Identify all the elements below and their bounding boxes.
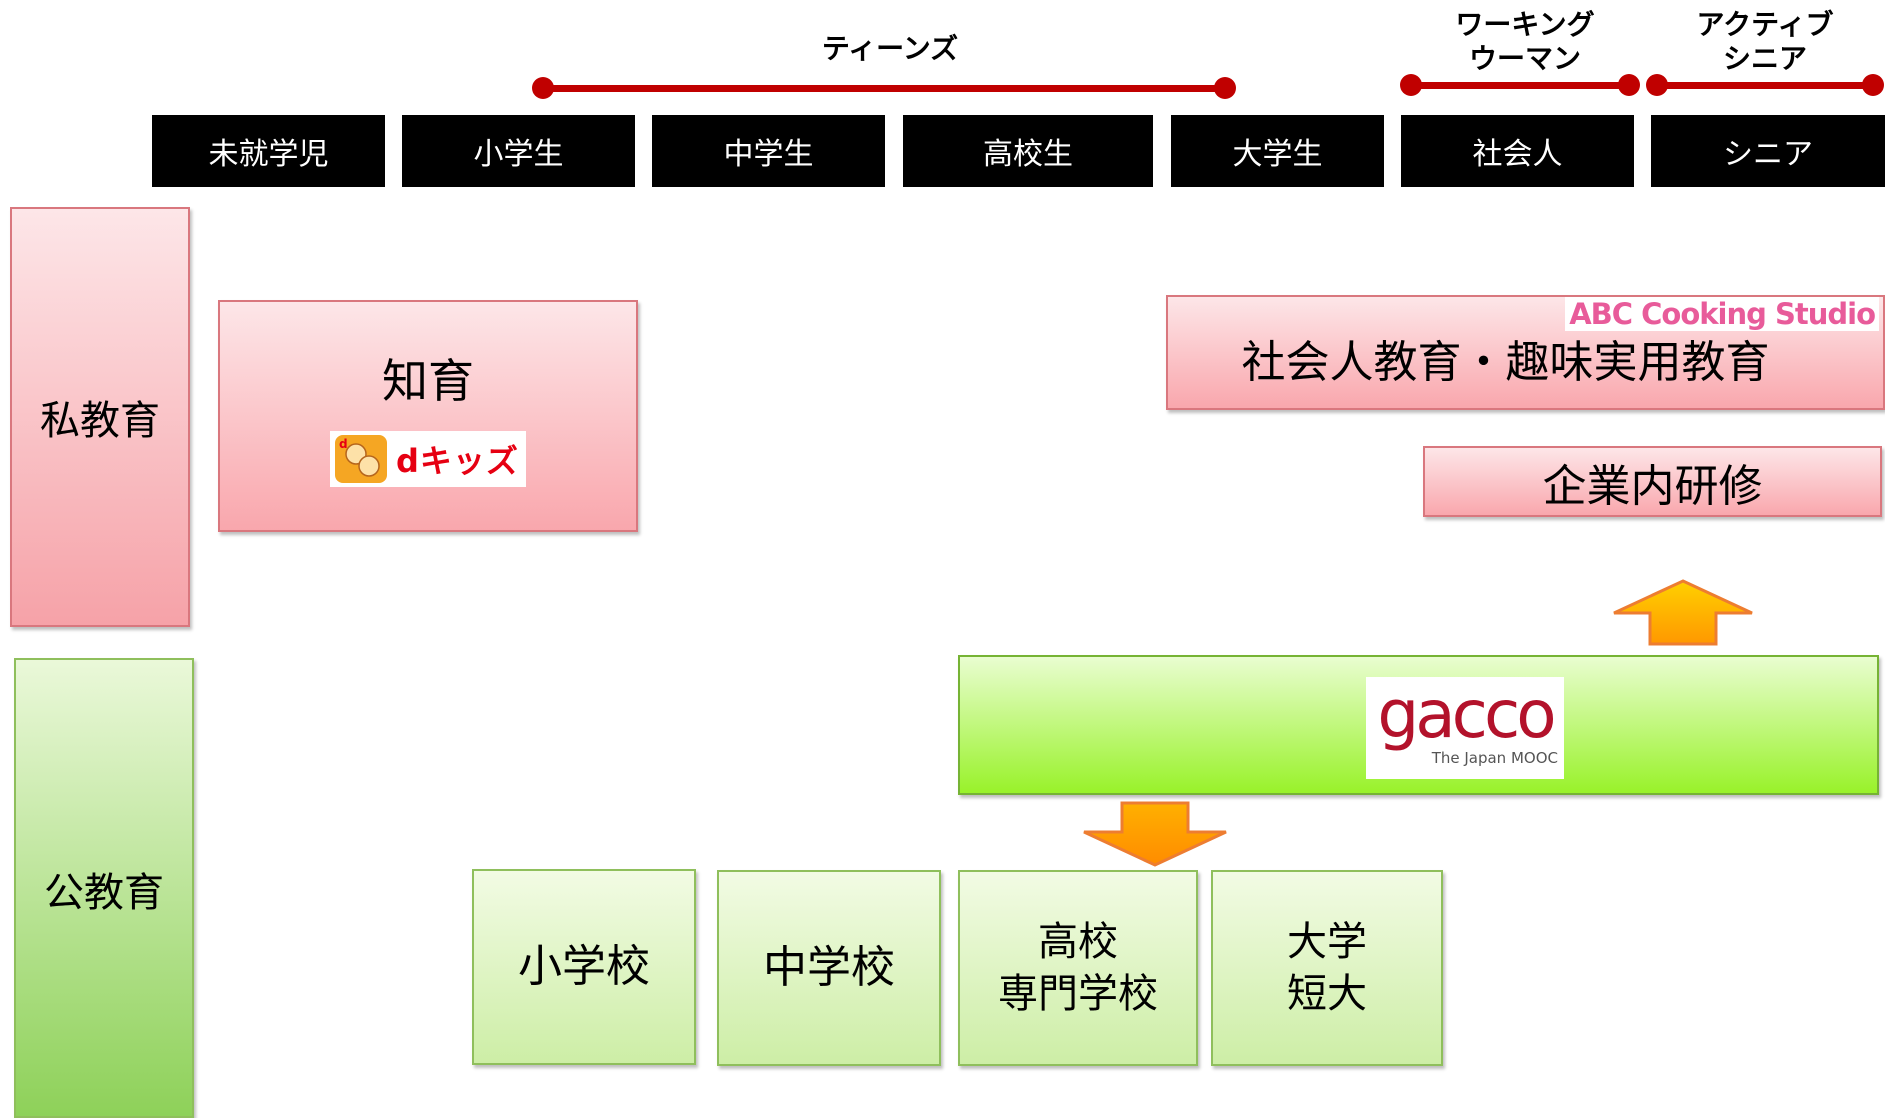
box-junior-high-school: 中学校: [717, 870, 941, 1066]
box-label: 小学校: [518, 941, 650, 993]
box-high-school-vocational: 高校 専門学校: [958, 870, 1198, 1066]
gacco-logo: gacco The Japan MOOC: [1366, 677, 1564, 779]
gacco-logo-text: gacco: [1377, 676, 1556, 753]
timeline-dot: [1862, 74, 1884, 96]
box-adult-hobby-education-label: 社会人教育・趣味実用教育: [1241, 336, 1770, 388]
category-private-education: 私教育: [10, 207, 190, 627]
category-public-label: 公教育: [44, 870, 164, 916]
box-intellectual-education: 知育 d dキッズ: [218, 300, 638, 532]
stage-working-adult: 社会人: [1401, 115, 1634, 187]
dkids-logo: d dキッズ: [330, 431, 526, 487]
box-label-line: 大学: [1287, 919, 1367, 965]
box-intellectual-education-label: 知育: [382, 354, 474, 408]
stage-university: 大学生: [1171, 115, 1384, 187]
stage-senior: シニア: [1651, 115, 1885, 187]
gacco-tagline: The Japan MOOC: [1431, 749, 1558, 767]
box-corporate-training: 企業内研修: [1423, 446, 1882, 517]
box-label: 中学校: [763, 942, 895, 994]
category-public-education: 公教育: [14, 658, 194, 1118]
svg-text:d: d: [339, 437, 348, 451]
abc-cooking-logo: ABC Cooking Studio: [1565, 297, 1879, 331]
box-adult-hobby-education: ABC Cooking Studio 社会人教育・趣味実用教育: [1166, 295, 1885, 410]
box-elementary-school: 小学校: [472, 869, 696, 1065]
dkids-kids-icon: d: [335, 435, 387, 483]
group-label-line: シニア: [1722, 41, 1807, 75]
timeline-working-women: [1410, 82, 1630, 89]
group-label-line: ワーキング: [1455, 8, 1595, 41]
timeline-dot: [1400, 74, 1422, 96]
box-label-line: 高校: [1038, 919, 1118, 965]
stage-preschool: 未就学児: [152, 115, 385, 187]
group-label-line: アクティブ: [1696, 8, 1834, 41]
arrow-up-icon: [1613, 579, 1753, 646]
arrow-down-icon: [1083, 801, 1227, 867]
box-label-line: 短大: [1287, 971, 1367, 1017]
box-label-line: 専門学校: [998, 971, 1158, 1017]
timeline-dot: [532, 77, 554, 99]
timeline-dot: [1214, 77, 1236, 99]
group-label-working-women: ワーキング ウーマン: [1445, 8, 1605, 75]
stage-elementary: 小学生: [402, 115, 635, 187]
timeline-dot: [1618, 74, 1640, 96]
timeline-teens: [540, 85, 1226, 92]
stage-junior-high: 中学生: [652, 115, 885, 187]
group-label-active-senior: アクティブ シニア: [1685, 8, 1845, 75]
timeline-active-senior: [1660, 82, 1875, 89]
box-university-junior-college: 大学 短大: [1211, 870, 1443, 1066]
timeline-dot: [1646, 74, 1668, 96]
box-gacco-mooc: gacco The Japan MOOC: [958, 655, 1879, 795]
dkids-logo-text: dキッズ: [396, 442, 519, 480]
stage-high-school: 高校生: [903, 115, 1153, 187]
group-label-line: ウーマン: [1468, 41, 1581, 75]
group-label-teens: ティーンズ: [821, 32, 959, 65]
abc-cooking-logo-text: ABC Cooking Studio: [1569, 297, 1876, 331]
